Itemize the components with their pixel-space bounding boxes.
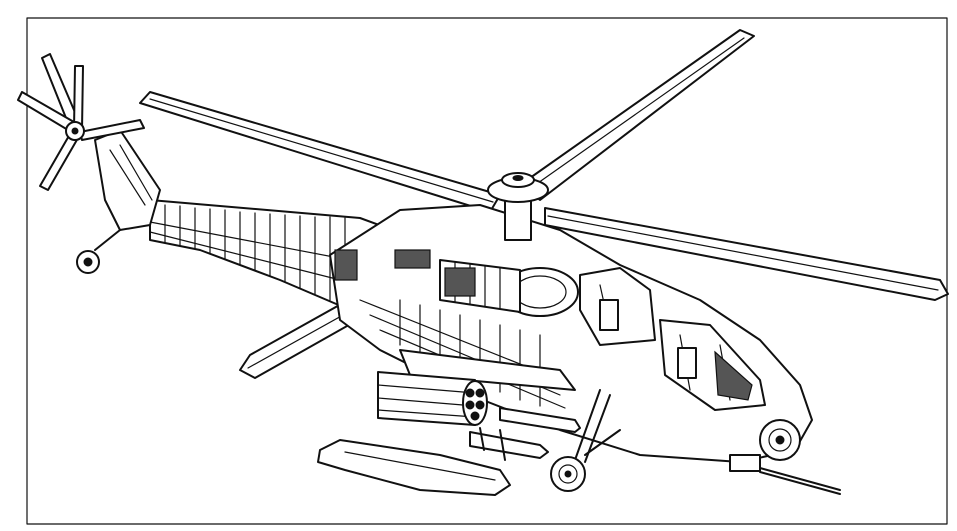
rocket-pod	[377, 371, 488, 426]
gear-brace	[584, 429, 621, 456]
missile-fin	[479, 427, 485, 451]
tail-rotor-blade	[39, 133, 79, 191]
chin-gun	[729, 454, 841, 495]
gearbox-detail	[394, 249, 431, 269]
missile	[469, 427, 549, 461]
external-fuel-tank	[317, 439, 511, 496]
blade-edge-line	[547, 215, 939, 291]
tail-rotor-blade	[73, 65, 84, 131]
windscreen	[714, 350, 753, 401]
rear-seat	[599, 299, 619, 331]
missile-fin	[499, 429, 506, 461]
front-seat	[677, 347, 697, 379]
main-landing-gear	[550, 389, 621, 492]
pylon-missile	[499, 407, 581, 433]
main-wheel-rim	[558, 464, 578, 484]
gear-strut	[574, 389, 601, 461]
blade-edge-line	[149, 98, 494, 203]
rocket-tube	[475, 400, 485, 410]
tail-wheel-hub	[83, 257, 93, 267]
gun-barrel	[759, 471, 841, 495]
gun-turret	[729, 454, 761, 472]
tail-rotor	[17, 53, 145, 191]
rotor-hub-center	[512, 175, 524, 181]
main-wheel-hub	[564, 470, 572, 478]
engine-dark-detail	[444, 267, 476, 297]
frame-border	[26, 17, 948, 525]
tail-fin	[94, 129, 161, 231]
main-rotor-blade-upper-left	[139, 91, 501, 213]
fin-rib	[119, 144, 153, 201]
stub-wing-surface	[399, 349, 576, 391]
cockpit	[579, 267, 801, 461]
sensor-lens-center	[775, 435, 785, 445]
tail-boom-frames	[149, 204, 361, 307]
gun-barrel	[759, 467, 841, 491]
exhaust-detail	[334, 249, 358, 281]
fin-rib	[109, 149, 146, 206]
tail-wheel-strut	[94, 229, 121, 251]
sensor-lens	[768, 428, 792, 452]
tail-rotor-hub-center	[71, 127, 79, 135]
rocket-tube	[470, 411, 480, 421]
rocket-tube	[475, 388, 485, 398]
rocket-tube	[465, 388, 475, 398]
rotor-mast	[504, 199, 532, 241]
rocket-tube	[465, 400, 475, 410]
blade-edge-line	[527, 37, 745, 191]
stub-wing	[317, 349, 581, 496]
